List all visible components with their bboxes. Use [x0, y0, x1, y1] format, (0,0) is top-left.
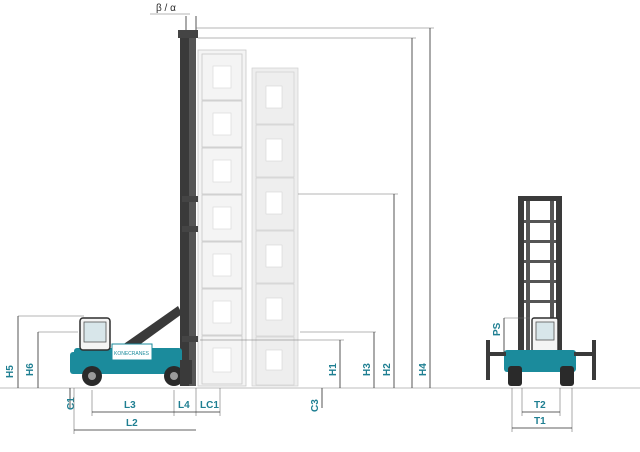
T1-label: T1 [534, 416, 546, 427]
H3-label: H3 [362, 363, 373, 376]
L4-label: L4 [178, 400, 190, 411]
H1-label: H1 [328, 363, 339, 376]
front-container-stack [197, 49, 247, 387]
front-right-wheel [560, 366, 574, 386]
front-mast [518, 196, 562, 360]
brand-text: KONECRANES [114, 351, 150, 357]
H4-label: H4 [418, 363, 429, 376]
H6-label: H6 [25, 363, 36, 376]
T2-label: T2 [534, 400, 546, 411]
C3-label: C3 [310, 399, 321, 412]
C1-label: C1 [66, 397, 77, 410]
H2-label: H2 [382, 363, 393, 376]
L2-label: L2 [126, 418, 138, 429]
front-view: PS T2 T1 [486, 196, 596, 432]
chassis [74, 348, 182, 374]
side-view: KONECRANES β / α H5 H6 C1 L3 [5, 3, 434, 434]
front-chassis [504, 350, 576, 372]
PS-label: PS [492, 322, 503, 336]
reach-stacker-vehicle: KONECRANES [70, 306, 192, 386]
LC1-label: LC1 [200, 400, 219, 411]
front-left-wheel [508, 366, 522, 386]
beta-alpha-label: β / α [156, 3, 176, 14]
rear-container-stack [251, 67, 299, 387]
H5-label: H5 [5, 365, 16, 378]
mast [178, 16, 198, 386]
L3-label: L3 [124, 400, 136, 411]
